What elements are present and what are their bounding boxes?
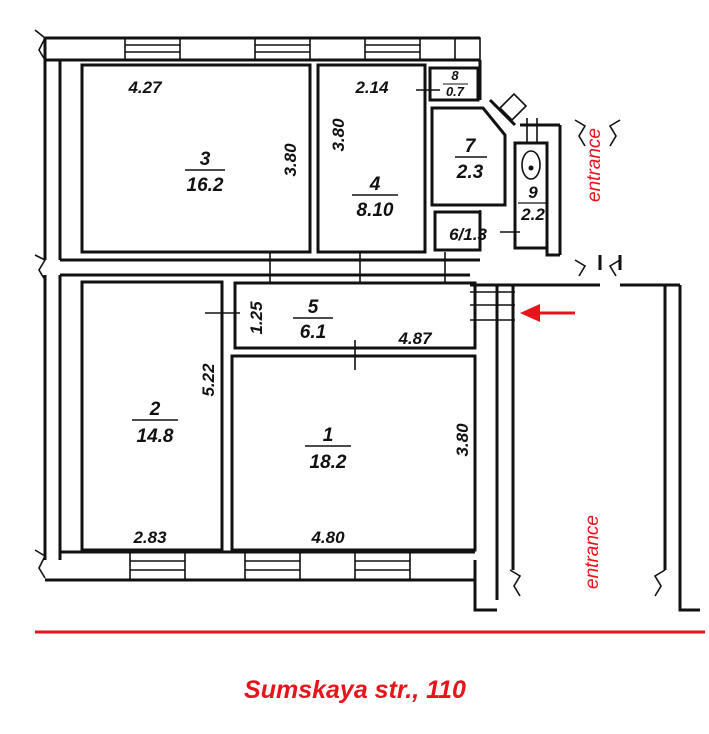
dimension-label: 1.25 xyxy=(247,301,266,335)
walls xyxy=(34,29,700,612)
room-4: 4 8.10 xyxy=(352,174,398,221)
room-area: 2.3 xyxy=(456,162,484,183)
room-number: 9 xyxy=(528,183,538,202)
room-9-outline xyxy=(513,141,549,250)
room-2: 2 14.8 xyxy=(132,399,178,447)
entrance-label-top: entrance xyxy=(584,128,605,202)
room-4-outline xyxy=(316,63,427,254)
dimension-label: 2.83 xyxy=(132,528,167,547)
room-number: 4 xyxy=(369,174,381,195)
room-1: 1 18.2 xyxy=(305,425,351,473)
room-area: 16.2 xyxy=(187,175,224,196)
dimension-label: 4.80 xyxy=(310,528,345,547)
room-number: 2 xyxy=(149,399,161,420)
dimension-label: 2.14 xyxy=(354,78,389,97)
room-number: 8 xyxy=(451,68,459,83)
room-3: 3 16.2 xyxy=(185,149,225,196)
room-8-outline xyxy=(428,66,480,102)
room-6-label: 6/1.3 xyxy=(449,225,487,244)
dimension-label: 4.27 xyxy=(127,78,163,97)
room-area: 18.2 xyxy=(310,452,347,473)
room-area: 8.10 xyxy=(357,200,394,221)
dimension-label: 5.22 xyxy=(199,363,218,397)
room-3-outline xyxy=(80,63,312,254)
room-8: 8 0.7 xyxy=(443,68,468,99)
room-7: 7 2.3 xyxy=(455,136,487,183)
room-7-outline xyxy=(430,106,507,207)
room-6-outline xyxy=(433,210,482,252)
dimension-label: 3.80 xyxy=(329,118,348,152)
room-9: 9 2.2 xyxy=(518,183,548,224)
room-number: 3 xyxy=(200,149,211,170)
dimension-label: 4.87 xyxy=(397,329,433,348)
room-number: 1 xyxy=(323,425,334,446)
dimension-label: 3.80 xyxy=(453,423,472,457)
room-area: 14.8 xyxy=(137,426,174,447)
room-2-outline xyxy=(80,280,224,552)
entrance-label-bottom: entrance xyxy=(582,515,603,589)
room-area: 2.2 xyxy=(520,205,545,224)
entrance-arrow-icon xyxy=(520,304,575,322)
room-5: 5 6.1 xyxy=(293,297,333,343)
room-5-outline xyxy=(233,281,477,350)
room-area: 0.7 xyxy=(446,84,465,99)
room-area: 6.1 xyxy=(300,322,326,343)
room-1-outline xyxy=(230,354,477,552)
dimension-label: 3.80 xyxy=(281,143,300,177)
address-caption: Sumskaya str., 110 xyxy=(244,676,466,704)
room-number: 5 xyxy=(308,297,319,318)
room-number: 7 xyxy=(465,136,477,157)
